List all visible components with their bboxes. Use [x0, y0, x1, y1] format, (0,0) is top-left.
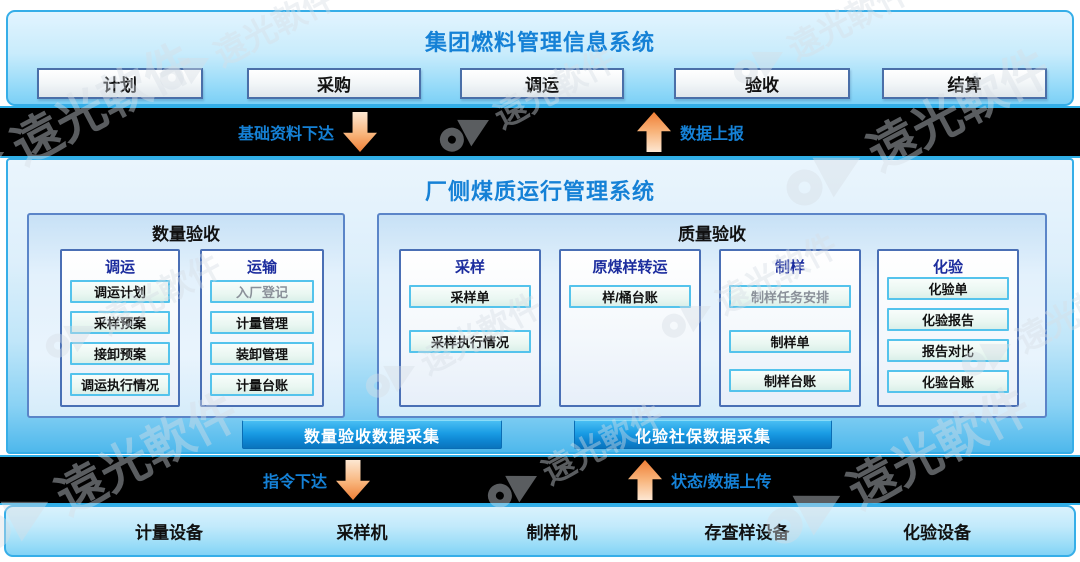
column-raw-sample-transfer-title: 原煤样转运 [592, 259, 668, 276]
down-arrow-icon [336, 460, 371, 500]
column-caiyang: 采样 采样单 采样执行情况 [399, 249, 541, 407]
group-system-panel: 集团燃料管理信息系统 计划 采购 调运 验收 结算 [6, 10, 1074, 106]
column-diaoyun-title: 调运 [104, 259, 135, 276]
item-metering-management[interactable]: 计量管理 [210, 311, 314, 334]
column-zhiyang: 制样 制样任务安排 制样单 制样台账 [719, 249, 861, 407]
item-report-compare[interactable]: 报告对比 [887, 339, 1009, 362]
item-sampling-plan[interactable]: 采样预案 [70, 311, 170, 334]
device-label-sample-prep: 制样机 [526, 523, 578, 543]
device-label-sample-storage: 存查样设备 [704, 523, 790, 543]
lab-data-collect-button[interactable]: 化验社保数据采集 [574, 420, 832, 449]
plant-system-title: 厂侧煤质运行管理系统 [424, 179, 655, 204]
device-label-metering: 计量设备 [135, 523, 203, 543]
flow-top-up-label: 数据上报 [680, 126, 745, 143]
module-button-acceptance[interactable]: 验收 [674, 68, 850, 99]
quantity-acceptance-title: 数量验收 [152, 225, 220, 244]
device-label-sampler: 采样机 [336, 523, 388, 543]
item-unloading-plan[interactable]: 接卸预案 [70, 342, 170, 365]
flow-band-bottom: 指令下达 状态/数据上传 [0, 455, 1080, 505]
item-metering-ledger[interactable]: 计量台账 [210, 373, 314, 396]
flow-top-up-group: 数据上报 [637, 108, 744, 156]
flow-band-top: 基础资料下达 数据上报 [0, 106, 1080, 158]
item-transport-plan[interactable]: 调运计划 [70, 280, 170, 303]
item-sampling-execution[interactable]: 采样执行情况 [409, 330, 531, 353]
flow-bottom-up-group: 状态/数据上传 [628, 457, 771, 503]
column-yunshu-title: 运输 [246, 259, 277, 276]
module-button-settlement[interactable]: 结算 [882, 68, 1047, 99]
flow-bottom-up-label: 状态/数据上传 [671, 474, 772, 491]
item-lab-ledger[interactable]: 化验台账 [887, 370, 1009, 393]
quantity-acceptance-box: 数量验收 调运 调运计划 采样预案 接卸预案 调运执行情况 运输 入厂登记 计量… [27, 213, 345, 418]
flow-bottom-down-group: 指令下达 [263, 457, 371, 503]
module-button-procurement[interactable]: 采购 [247, 68, 421, 99]
column-zhiyang-title: 制样 [774, 259, 805, 276]
flow-top-down-label: 基础资料下达 [238, 126, 335, 143]
item-sample-prep-ledger[interactable]: 制样台账 [729, 369, 851, 392]
column-caiyang-title: 采样 [454, 259, 485, 276]
column-huayan: 化验 化验单 化验报告 报告对比 化验台账 [877, 249, 1019, 407]
item-sample-bucket-ledger[interactable]: 样/桶台账 [569, 285, 691, 308]
device-panel: 计量设备 采样机 制样机 存查样设备 化验设备 [4, 505, 1076, 557]
item-entry-registration[interactable]: 入厂登记 [210, 280, 314, 303]
up-arrow-icon [637, 112, 671, 152]
item-lab-report[interactable]: 化验报告 [887, 308, 1009, 331]
down-arrow-icon [343, 112, 378, 152]
item-sample-prep-sheet[interactable]: 制样单 [729, 330, 851, 353]
module-button-plan[interactable]: 计划 [37, 68, 203, 99]
flow-bottom-down-label: 指令下达 [263, 474, 328, 491]
quality-acceptance-box: 质量验收 采样 采样单 采样执行情况 原煤样转运 样/桶台账 制样 制样任务安排… [377, 213, 1047, 418]
device-label-lab: 化验设备 [903, 523, 971, 543]
module-button-transport[interactable]: 调运 [460, 68, 624, 99]
group-system-title: 集团燃料管理信息系统 [424, 30, 655, 55]
quality-acceptance-title: 质量验收 [678, 225, 746, 244]
item-sample-prep-task[interactable]: 制样任务安排 [729, 285, 851, 308]
column-yunshu: 运输 入厂登记 计量管理 装卸管理 计量台账 [200, 249, 324, 407]
item-loading-management[interactable]: 装卸管理 [210, 342, 314, 365]
item-lab-sheet[interactable]: 化验单 [887, 277, 1009, 300]
item-sampling-sheet[interactable]: 采样单 [409, 285, 531, 308]
item-transport-execution[interactable]: 调运执行情况 [70, 373, 170, 396]
quantity-data-collect-button[interactable]: 数量验收数据采集 [242, 420, 502, 449]
flow-top-down-group: 基础资料下达 [238, 108, 378, 156]
column-huayan-title: 化验 [932, 259, 963, 276]
up-arrow-icon [628, 460, 662, 500]
column-raw-sample-transfer: 原煤样转运 样/桶台账 [559, 249, 701, 407]
column-diaoyun: 调运 调运计划 采样预案 接卸预案 调运执行情况 [60, 249, 180, 407]
